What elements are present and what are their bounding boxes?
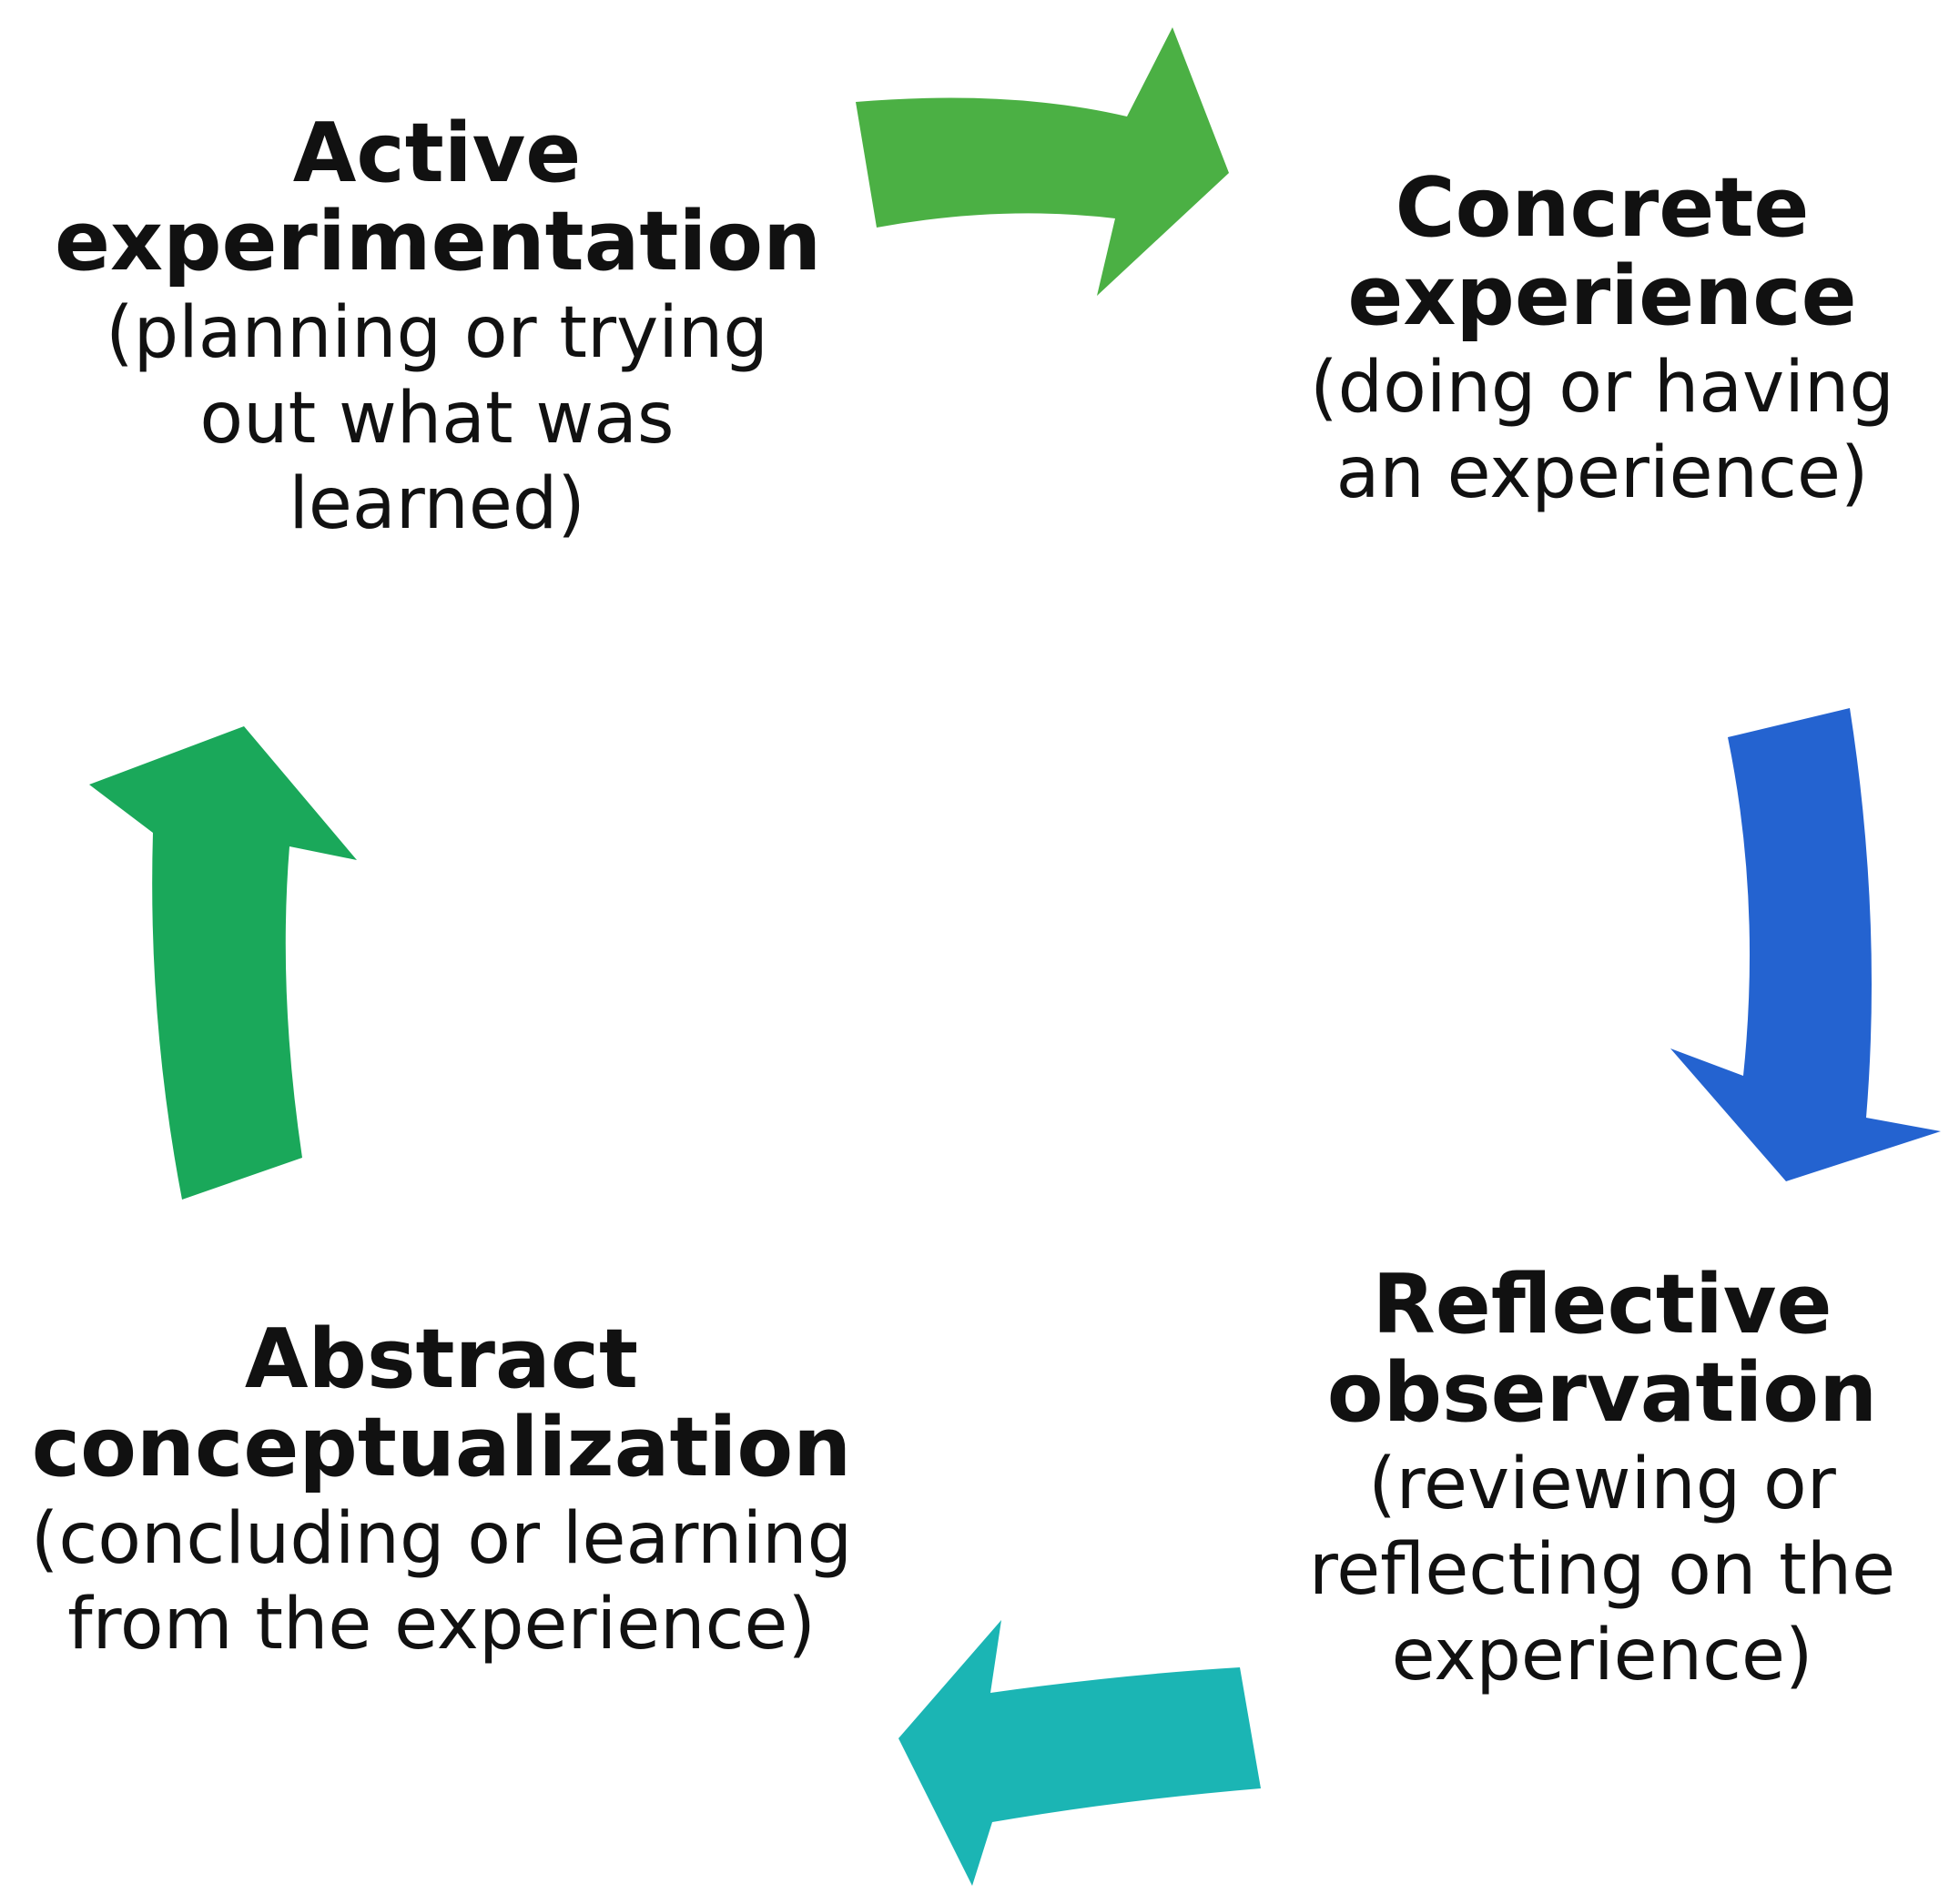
stage-title: Concrete experience: [1265, 160, 1939, 345]
stage-description: (planning or trying out what was learned…: [55, 291, 819, 547]
arrow-active-to-concrete: [856, 27, 1229, 296]
stage-description: (reviewing or reflecting on the experien…: [1256, 1443, 1948, 1698]
stage-title-line: experience: [1347, 248, 1857, 345]
stage-title-line: Active: [292, 106, 582, 201]
stage-description-line: reflecting on the: [1308, 1528, 1896, 1611]
stage-title-line: Abstract: [244, 1312, 639, 1407]
stage-concrete-experience: Concrete experience (doing or having an …: [1265, 164, 1939, 517]
stage-description-line: out what was: [199, 377, 675, 460]
stage-description-line: (planning or trying: [106, 292, 768, 375]
arrow-reflective-to-abstract: [898, 1620, 1261, 1886]
stage-description-line: experience): [1391, 1614, 1813, 1696]
stage-description-line: (concluding or learning: [30, 1498, 853, 1581]
arrow-concrete-to-reflective: [1670, 708, 1941, 1181]
stage-title: Abstract conceptualization: [9, 1312, 874, 1496]
stage-description: (concluding or learning from the experie…: [9, 1497, 874, 1667]
stage-description: (doing or having an experience): [1265, 346, 1939, 516]
stage-description-line: (reviewing or: [1368, 1443, 1836, 1526]
stage-title-line: Reflective: [1372, 1257, 1832, 1352]
stage-title-line: Concrete: [1395, 160, 1810, 256]
stage-active-experimentation: Active experimentation (planning or tryi…: [55, 106, 822, 547]
arrow-abstract-to-active: [89, 726, 357, 1200]
stage-title-line: experimentation: [55, 194, 822, 290]
stage-title-line: conceptualization: [31, 1400, 852, 1496]
stage-description-line: learned): [289, 462, 585, 545]
stage-abstract-conceptualization: Abstract conceptualization (concluding o…: [9, 1315, 874, 1668]
stage-title: Active experimentation: [55, 106, 822, 290]
stage-description-line: an experience): [1335, 431, 1869, 514]
stage-description-line: from the experience): [67, 1583, 816, 1666]
stage-reflective-observation: Reflective observation (reviewing or ref…: [1256, 1261, 1948, 1698]
stage-title-line: observation: [1326, 1345, 1878, 1442]
stage-description-line: (doing or having: [1310, 347, 1894, 430]
stage-title: Reflective observation: [1256, 1257, 1948, 1442]
